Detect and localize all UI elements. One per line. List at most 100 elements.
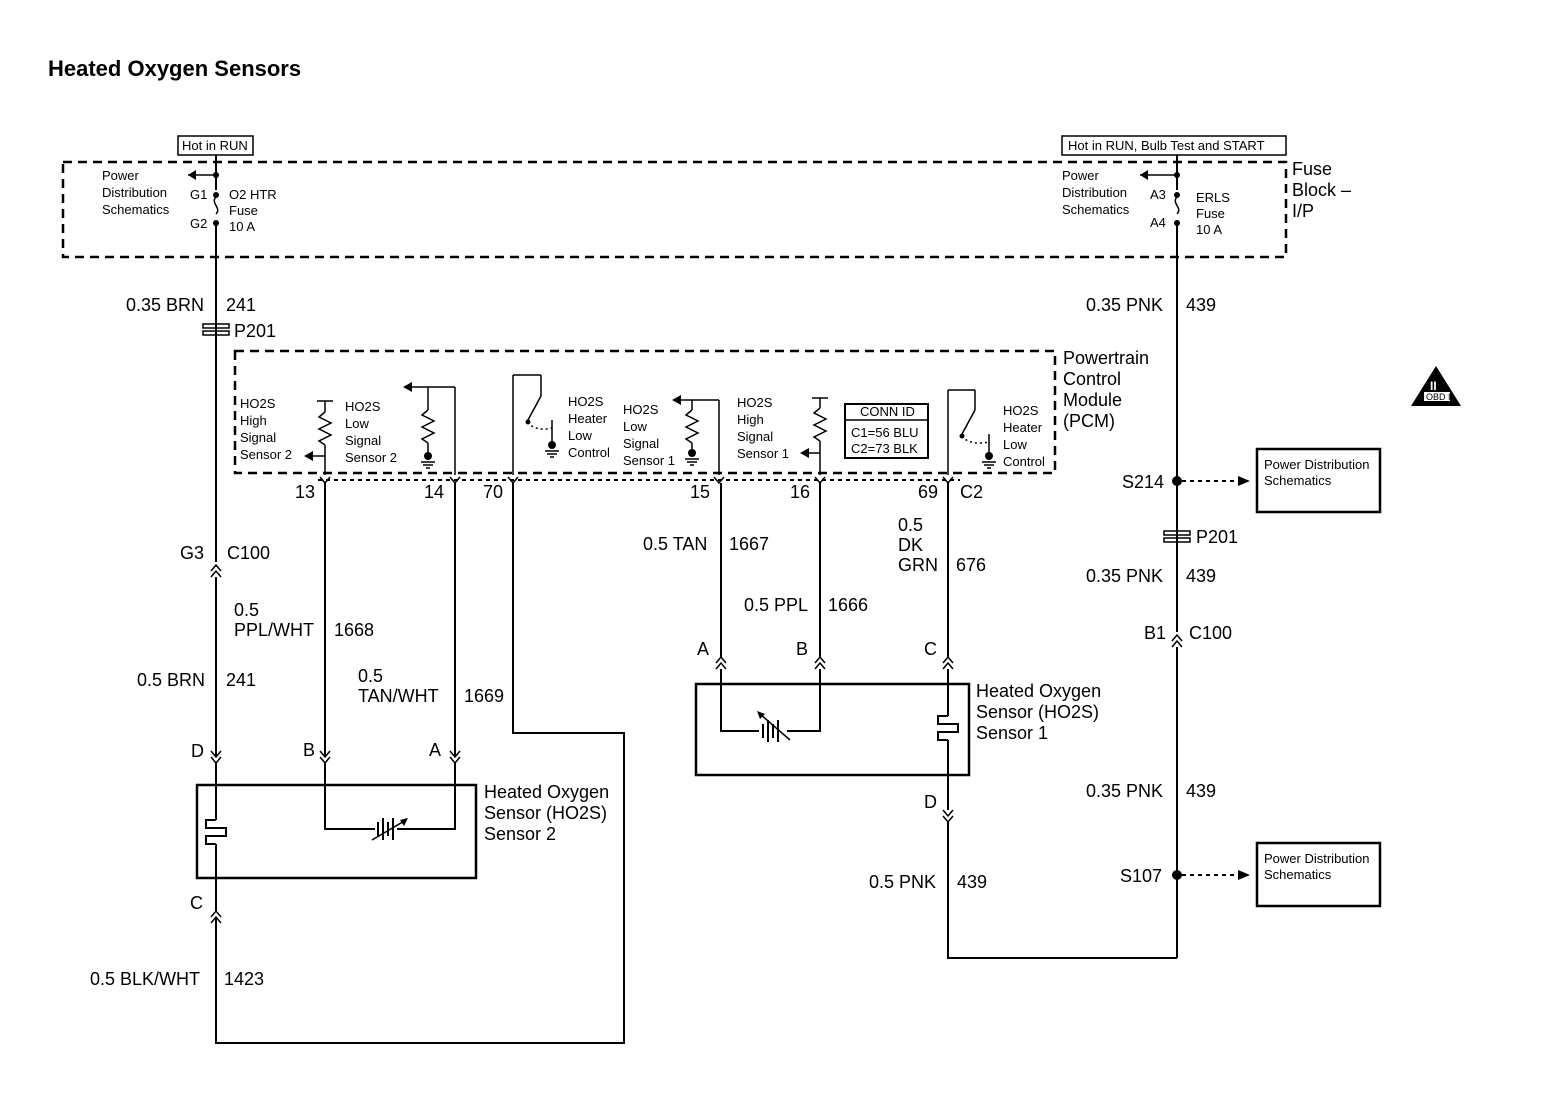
svg-text:A3: A3 [1150, 187, 1166, 202]
g3-label: G3 [180, 543, 204, 563]
sensor2-label: Heated Oxygen Sensor (HO2S) Sensor 2 [484, 782, 614, 844]
svg-text:Power Distribution: Power Distribution Schematics [102, 168, 171, 217]
pcm-s2-high-label: HO2S High Signal Sensor 2 [240, 396, 292, 462]
page-title: Heated Oxygen Sensors [48, 56, 301, 81]
sensor2-box [195, 783, 478, 880]
wire-439-sensor1-feed [947, 822, 1177, 959]
wire-1668-gauge: 0.5 PPL/WHT [234, 600, 314, 640]
svg-text:A4: A4 [1150, 215, 1166, 230]
fuse-block-outline [61, 160, 1288, 259]
wire-241-lower-gauge: 0.5 BRN [137, 670, 205, 690]
pcm-s2-low-label: HO2S Low Signal Sensor 2 [345, 399, 397, 465]
pds-box-bottom-text: Power Distribution Schematics [1264, 851, 1373, 882]
wire-676-circuit: 676 [956, 555, 986, 575]
wire-439-sensor1-gauge: 0.5 PNK [869, 872, 936, 892]
sensor1-pin-d: D [924, 792, 937, 812]
wire-439-mid-circuit: 439 [1186, 566, 1216, 586]
wire-241-lower-circuit: 241 [226, 670, 256, 690]
p201-right-connector [1163, 530, 1191, 543]
svg-text:O2 HTR Fuse 10 A: O2 HTR Fuse 10 A [229, 187, 280, 234]
pcm-pin-13: 13 [295, 482, 315, 502]
pcm-internal-pin15 [672, 395, 720, 475]
wire-439-sensor1-circuit: 439 [957, 872, 987, 892]
svg-text:G1: G1 [190, 187, 207, 202]
sensor2-pin-a: A [429, 740, 441, 760]
sensor2-pin-b: B [303, 740, 315, 760]
obd-ii-badge: II OBD II [1411, 366, 1461, 406]
sensor2-pin-d: D [191, 741, 204, 761]
s214-splice [1172, 476, 1182, 486]
conn-id-box: CONN ID C1=56 BLU C2=73 BLK [844, 403, 929, 459]
o2-htr-fuse: Power Distribution Schematics G1 G2 O2 H… [102, 155, 280, 234]
wire-439-lower-circuit: 439 [1186, 781, 1216, 801]
pds-box-top-text: Power Distribution Schematics [1264, 457, 1373, 488]
wire-439-upper-gauge: 0.35 PNK [1086, 295, 1163, 315]
svg-text:G2: G2 [190, 216, 207, 231]
wire-sensor2-heater-low [215, 483, 625, 1044]
svg-text:Power Distribution: Power Distribution Schematics [1062, 168, 1131, 217]
left-hot-label: Hot in RUN [182, 138, 248, 153]
right-hot-label: Hot in RUN, Bulb Test and START [1068, 138, 1265, 153]
wire-1667-circuit: 1667 [729, 534, 769, 554]
s214-label: S214 [1122, 472, 1164, 492]
wire-1667-gauge: 0.5 TAN [643, 534, 707, 554]
wire-439-mid-gauge: 0.35 PNK [1086, 566, 1163, 586]
svg-text:C1=56 BLU: C1=56 BLU [851, 425, 919, 440]
wire-439-lower-gauge: 0.35 PNK [1086, 781, 1163, 801]
c100-left-label: C100 [227, 543, 270, 563]
c100-right-label: C100 [1189, 623, 1232, 643]
pcm-internal-pin69 [947, 389, 996, 475]
pcm-label: Powertrain Control Module (PCM) [1063, 348, 1154, 431]
right-hot-box [1061, 135, 1287, 156]
wire-1666-gauge: 0.5 PPL [744, 595, 808, 615]
pcm-internal-pin13 [304, 400, 333, 475]
sensor1-box [694, 682, 971, 777]
pcm-heater-low-a-label: HO2S Heater Low Control [568, 394, 611, 460]
s107-label: S107 [1120, 866, 1162, 886]
wire-676-gauge: 0.5 DK GRN [898, 515, 938, 575]
pcm-pin-16: 16 [790, 482, 810, 502]
p201-left-connector [202, 323, 230, 336]
b1-label: B1 [1144, 623, 1166, 643]
c100-left-connector [210, 563, 222, 578]
sensor2-heater-element [205, 763, 227, 911]
pcm-pin-14: 14 [424, 482, 444, 502]
sensor2-connector-markers [210, 750, 461, 924]
svg-text:CONN ID: CONN ID [860, 404, 915, 419]
pds-box-top [1255, 447, 1382, 514]
sensor1-signal-element [720, 669, 821, 742]
pcm-internal-pin16 [800, 397, 828, 475]
sensor1-pin-b: B [796, 639, 808, 659]
pcm-heater-low-b-label: HO2S Heater Low Control [1003, 403, 1046, 469]
wire-1423-gauge: 0.5 BLK/WHT [90, 969, 200, 989]
c100-right-connector [1171, 633, 1183, 648]
pcm-outline [233, 349, 1057, 475]
pcm-internal-pin14 [403, 382, 456, 475]
svg-text:II: II [1430, 379, 1437, 393]
wire-1423-circuit: 1423 [224, 969, 264, 989]
svg-text:C2=73 BLK: C2=73 BLK [851, 441, 918, 456]
wire-241-upper-gauge: 0.35 BRN [126, 295, 204, 315]
pcm-s1-low-label: HO2S Low Signal Sensor 1 [623, 402, 675, 468]
sensor1-label: Heated Oxygen Sensor (HO2S) Sensor 1 [976, 681, 1106, 743]
erls-fuse: Power Distribution Schematics A3 A4 ERLS… [1062, 155, 1234, 237]
sensor1-heater-element [937, 669, 959, 810]
s107-splice [1172, 870, 1182, 880]
pcm-pin-70: 70 [483, 482, 503, 502]
pds-box-bottom [1255, 841, 1382, 908]
wire-1668-circuit: 1668 [334, 620, 374, 640]
wire-1666-circuit: 1666 [828, 595, 868, 615]
svg-text:ERLS Fuse 10 A: ERLS Fuse 10 A [1196, 190, 1234, 237]
p201-left-label: P201 [234, 321, 276, 341]
svg-text:OBD II: OBD II [1426, 392, 1453, 402]
wire-1669-gauge: 0.5 TAN/WHT [358, 666, 439, 706]
pcm-pin-15: 15 [690, 482, 710, 502]
wire-1669-circuit: 1669 [464, 686, 504, 706]
sensor2-signal-element [324, 763, 456, 841]
pcm-pin-c2: C2 [960, 482, 983, 502]
pcm-internal-pin70 [512, 374, 559, 475]
pcm-pin-69: 69 [918, 482, 938, 502]
pcm-s1-high-label: HO2S High Signal Sensor 1 [737, 395, 789, 461]
wire-241-upper-circuit: 241 [226, 295, 256, 315]
